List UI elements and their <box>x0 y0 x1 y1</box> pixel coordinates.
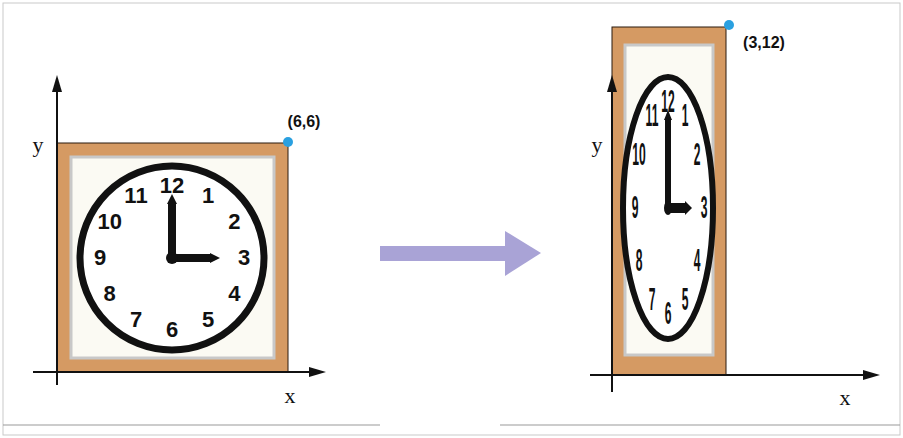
rule-line <box>500 425 900 426</box>
clock-face <box>623 77 713 339</box>
clock-number: 10 <box>97 211 121 233</box>
axis-arrowhead <box>309 367 326 377</box>
page-frame <box>3 3 900 435</box>
rule-line <box>3 425 380 426</box>
clock-number: 6 <box>665 298 672 330</box>
clock-number: 5 <box>681 284 688 316</box>
corner-point <box>724 20 734 30</box>
clock-number: 4 <box>228 283 240 305</box>
clock-number: 8 <box>636 245 643 277</box>
clock-number: 8 <box>104 283 116 305</box>
clock-face <box>80 166 264 350</box>
clock-center <box>664 201 672 215</box>
clock-number: 6 <box>166 319 178 341</box>
clock-number: 5 <box>202 309 214 331</box>
clock-number: 1 <box>681 100 688 132</box>
y-axis <box>611 88 613 392</box>
clock-number: 11 <box>124 185 147 207</box>
axis-label: x <box>285 385 296 407</box>
clock-number: 7 <box>130 309 142 331</box>
clock-number: 3 <box>238 247 250 269</box>
axis-arrowhead <box>863 370 880 380</box>
clock-number: 9 <box>632 192 639 224</box>
axis-label: y <box>33 134 44 156</box>
clock-number: 2 <box>693 139 700 171</box>
clock-number: 11 <box>645 100 658 132</box>
clock-number: 2 <box>228 211 240 233</box>
hour-hand-tip <box>210 253 220 263</box>
minute-hand <box>665 118 671 208</box>
coordinate-label: (3,12) <box>743 35 785 51</box>
axis-arrowhead <box>607 75 617 92</box>
x-axis <box>33 371 312 373</box>
transform-arrowhead <box>505 231 541 276</box>
clock-number: 7 <box>648 284 655 316</box>
clock-number: 4 <box>693 245 700 277</box>
corner-point <box>283 137 293 147</box>
clock-number: 10 <box>633 139 646 171</box>
clock-number: 3 <box>701 192 708 224</box>
clock-number: 1 <box>202 185 214 207</box>
axis-arrowhead <box>52 75 62 92</box>
minute-hand <box>168 202 176 258</box>
y-axis <box>56 88 58 385</box>
clock-center <box>166 252 178 264</box>
x-axis <box>590 374 866 376</box>
clock-panel <box>71 157 274 358</box>
axis-label: x <box>840 387 851 409</box>
clock-number: 12 <box>160 175 184 197</box>
clock-number: 12 <box>661 86 674 118</box>
axis-label: y <box>592 134 603 156</box>
clock-frame <box>57 143 288 372</box>
hour-hand-tip <box>685 201 692 215</box>
transform-arrow <box>380 246 507 261</box>
coordinate-label: (6,6) <box>288 114 321 130</box>
clock-number: 9 <box>94 247 106 269</box>
clock-frame <box>612 27 726 375</box>
